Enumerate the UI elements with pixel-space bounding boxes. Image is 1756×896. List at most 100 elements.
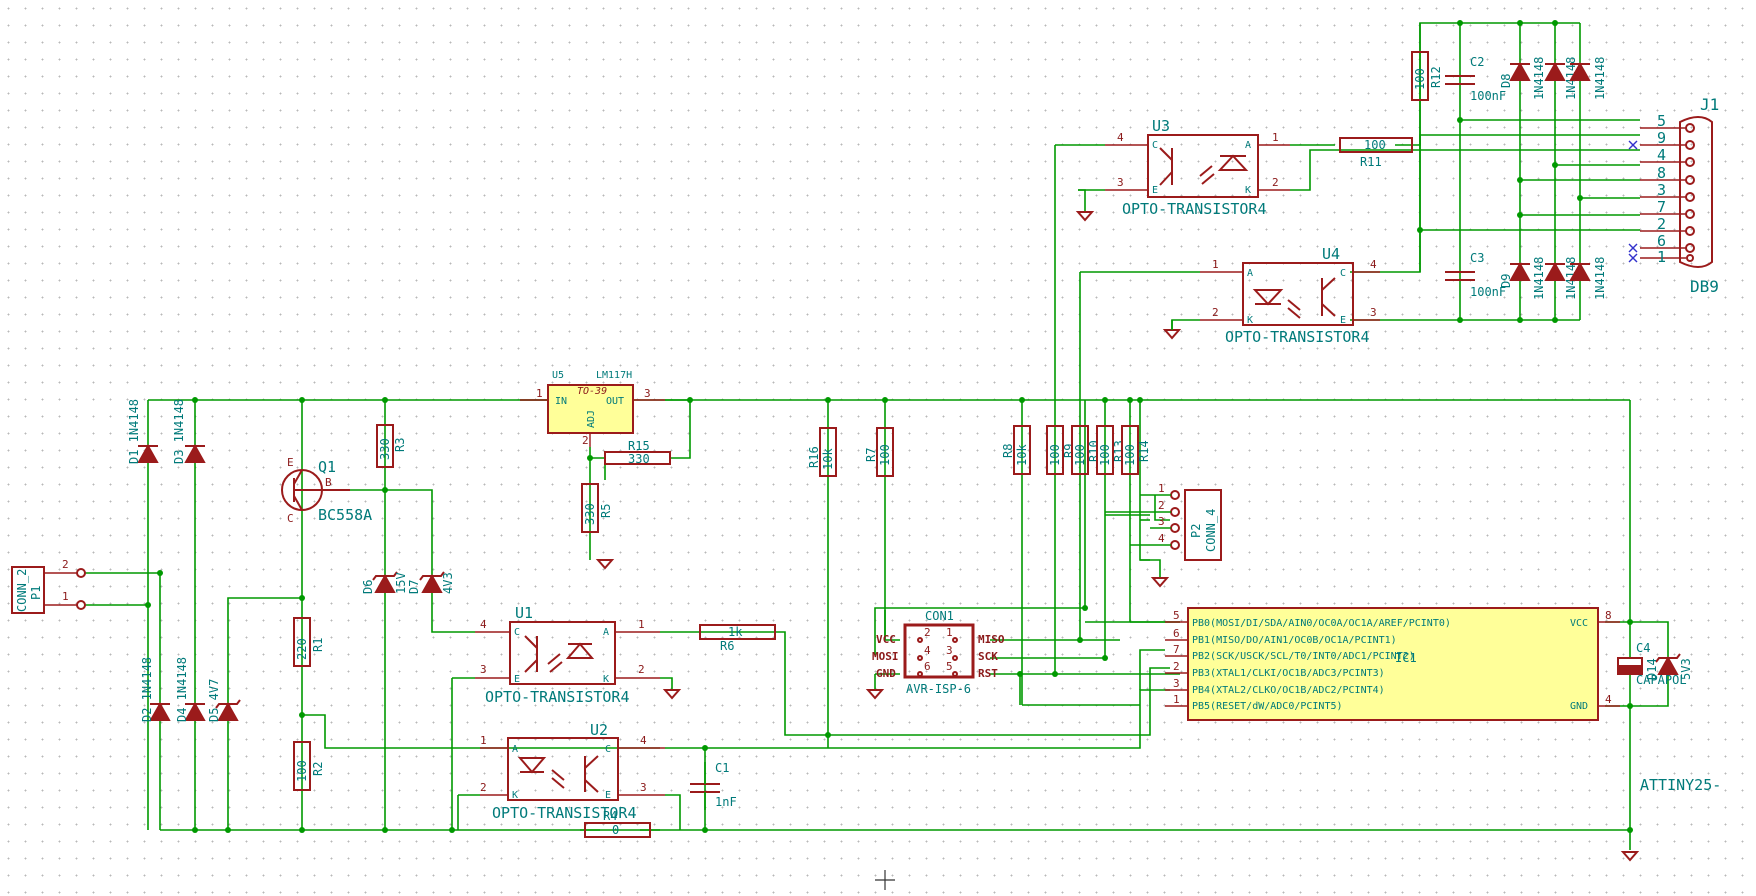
svg-text:E: E <box>605 790 611 801</box>
resistor-r14[interactable]: 100 R14 <box>1121 425 1151 475</box>
capacitor-c2[interactable]: C2 100nF <box>1445 55 1506 103</box>
svg-text:100: 100 <box>1364 138 1386 152</box>
svg-text:6: 6 <box>1657 232 1666 250</box>
resistor-r6[interactable]: 1k R6 <box>699 624 776 653</box>
resistor-r4[interactable]: R4 0 <box>584 809 651 838</box>
svg-text:SCK: SCK <box>978 650 998 663</box>
svg-text:E: E <box>514 674 520 685</box>
svg-text:4: 4 <box>924 644 931 657</box>
svg-text:U2: U2 <box>590 721 608 739</box>
diode-d8[interactable]: D8 1N4148 <box>1499 57 1546 100</box>
resistor-r15[interactable]: R15 330 <box>604 439 671 466</box>
svg-text:OUT: OUT <box>606 396 624 407</box>
opto-u4[interactable]: AK CE 12 43 U4 OPTO-TRANSISTOR4 <box>1200 245 1380 346</box>
zener-d6[interactable]: D6 15V <box>361 571 408 594</box>
ground-icon <box>1162 329 1182 340</box>
diode-d3[interactable]: D3 1N4148 <box>172 399 206 464</box>
svg-text:U1: U1 <box>515 604 533 622</box>
svg-text:MOSI: MOSI <box>872 650 899 663</box>
mcu-pin-pb5: PB5(RESET/dW/ADC0/PCINT5) <box>1192 701 1343 712</box>
svg-text:ADJ: ADJ <box>586 410 597 428</box>
p1-value: CONN_2 <box>15 569 29 612</box>
q1-pin-b: B <box>325 476 332 489</box>
svg-text:DB9: DB9 <box>1690 277 1719 296</box>
resistor-r1[interactable]: 220 R1 <box>293 617 325 667</box>
connector-j1-db9[interactable]: 5 9 4 8 3 7 2 6 1 J1 DB9 <box>1628 95 1719 296</box>
svg-text:VCC: VCC <box>876 633 896 646</box>
ground-icon <box>1150 577 1170 588</box>
svg-text:R8: R8 <box>1001 444 1015 458</box>
svg-text:5: 5 <box>1657 112 1666 130</box>
zener-d7[interactable]: D7 4V3 <box>407 571 455 594</box>
capacitor-c1[interactable]: C1 1nF <box>690 761 737 810</box>
svg-text:220: 220 <box>295 638 309 660</box>
connector-p1[interactable]: 2 1 CONN_2 P1 <box>11 558 86 614</box>
resistor-r2[interactable]: 100 R2 <box>293 741 325 791</box>
resistor-r16[interactable]: 10k R16 <box>807 427 837 477</box>
svg-text:R15: R15 <box>628 439 650 453</box>
resistor-r12[interactable]: 100 R12 <box>1411 51 1443 101</box>
resistor-r8[interactable]: 10k R8 <box>1001 425 1031 475</box>
opto-u1[interactable]: CE AK 43 12 U1 OPTO-TRANSISTOR4 <box>475 604 660 706</box>
svg-text:GND: GND <box>1570 701 1588 712</box>
diode-d9[interactable]: D9 1N4148 <box>1499 257 1546 300</box>
db9-pins <box>1640 123 1695 262</box>
mcu-pin-pb2: PB2(SCK/USCK/SCL/T0/INT0/ADC1/PCINT2) <box>1192 651 1415 662</box>
svg-text:100: 100 <box>1413 68 1427 90</box>
svg-text:1N4148: 1N4148 <box>1532 257 1546 300</box>
resistor-r5[interactable]: 330 R5 <box>581 483 613 533</box>
svg-text:5: 5 <box>1173 609 1180 622</box>
svg-text:100nF: 100nF <box>1470 285 1506 299</box>
resistor-r11[interactable]: 100 R11 <box>1339 137 1413 169</box>
svg-text:D8: D8 <box>1499 74 1513 88</box>
svg-text:2: 2 <box>582 434 589 447</box>
svg-text:J1: J1 <box>1700 95 1719 114</box>
svg-text:R3: R3 <box>393 438 407 452</box>
opto-u2[interactable]: AK CE 12 43 U2 OPTO-TRANSISTOR4 <box>480 721 665 822</box>
svg-text:10k: 10k <box>821 448 835 470</box>
opto-u3[interactable]: CE AK 43 12 U3 OPTO-TRANSISTOR4 <box>1105 117 1290 218</box>
svg-text:GND: GND <box>876 667 896 680</box>
svg-text:D9: D9 <box>1499 274 1513 288</box>
capacitor-c4[interactable]: C4 CAPAPOL <box>1617 641 1687 687</box>
resistor-r10[interactable]: 100 R10 <box>1071 425 1101 475</box>
svg-text:E: E <box>1152 185 1158 196</box>
svg-text:3: 3 <box>640 781 647 794</box>
isp-header-con1[interactable]: 2 1 4 3 6 5 VCC MOSI GND MISO SCK RST CO… <box>872 609 1005 696</box>
d5-label: D5 4V7 <box>207 679 221 722</box>
zener-d14[interactable]: D14 5V3 <box>1645 653 1693 680</box>
svg-text:K: K <box>1245 185 1251 196</box>
svg-text:U4: U4 <box>1322 245 1340 263</box>
connector-p2[interactable]: 1 2 3 4 P2 CONN_4 <box>1105 482 1222 561</box>
svg-text:4: 4 <box>480 618 487 631</box>
diode-d2[interactable]: D2 1N4148 <box>140 657 171 722</box>
svg-text:4: 4 <box>640 734 647 747</box>
svg-text:IC1: IC1 <box>1395 651 1417 665</box>
svg-text:2: 2 <box>480 781 487 794</box>
diode-top-3[interactable]: 1N4148 <box>1569 57 1607 100</box>
svg-text:7: 7 <box>1657 198 1666 216</box>
diode-d4[interactable]: D4 1N4148 <box>175 657 206 722</box>
resistor-r7[interactable]: 100 R7 <box>864 427 894 477</box>
diode-d1[interactable]: D1 1N4148 <box>127 399 159 464</box>
transistor-q1[interactable]: E B C Q1 BC558A <box>281 456 372 525</box>
svg-text:A: A <box>1245 140 1251 151</box>
svg-text:CAPAPOL: CAPAPOL <box>1636 673 1687 687</box>
svg-text:2: 2 <box>1173 660 1180 673</box>
d4-label: D4 1N4148 <box>175 657 189 722</box>
svg-text:4: 4 <box>1117 131 1124 144</box>
svg-text:7: 7 <box>1173 643 1180 656</box>
svg-text:R11: R11 <box>1360 155 1382 169</box>
svg-text:C1: C1 <box>715 761 729 775</box>
svg-text:A: A <box>1247 268 1253 279</box>
capacitor-c3[interactable]: C3 100nF <box>1445 251 1506 299</box>
diode-d5[interactable]: D5 4V7 <box>207 679 241 722</box>
svg-text:3: 3 <box>644 387 651 400</box>
svg-text:15V: 15V <box>394 572 408 594</box>
ground-icon <box>865 689 885 700</box>
regulator-u5[interactable]: IN OUT ADJ TO-39 U5 LM117H 1 3 2 <box>520 370 665 447</box>
diode-bot-3[interactable]: 1N4148 <box>1569 257 1607 300</box>
resistor-r3[interactable]: 330 R3 <box>376 424 407 468</box>
mcu-ic1[interactable]: 5 6 7 2 3 1 PB0(MOSI/DI/SDA/AIN0/OC0A/OC… <box>1165 607 1721 794</box>
